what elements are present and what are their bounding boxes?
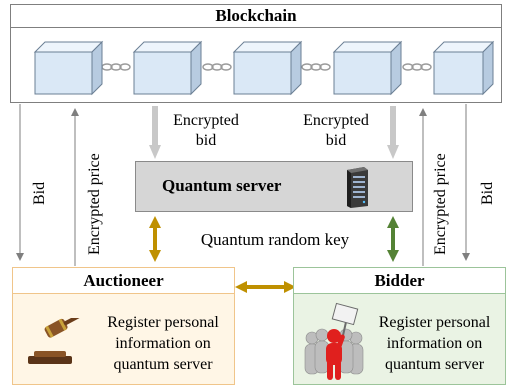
chain-links [101, 63, 432, 71]
chain-link-4 [402, 63, 432, 71]
encrypted-price-right-label: Encrypted price [432, 153, 449, 255]
encrypted-bid-right-label: Encrypted bid [303, 112, 369, 149]
gavel-icon [28, 318, 86, 364]
block-5 [432, 40, 495, 96]
bidder-title: Bidder [293, 267, 506, 294]
auctioneer-description: Register personal information on quantum… [107, 314, 219, 373]
encrypted-price-left-label: Encrypted price [86, 153, 103, 255]
block-4 [332, 40, 403, 96]
auctioneer-title: Auctioneer [12, 267, 235, 294]
chain-link-2 [202, 63, 232, 71]
crowd-leader-icon [304, 302, 364, 380]
bidder-description: Register personal information on quantum… [378, 314, 491, 373]
server-rack-icon [347, 167, 368, 208]
block-3 [232, 40, 303, 96]
quantum-key-label: Quantum random key [200, 230, 350, 249]
blockchain-title: Blockchain [10, 4, 502, 28]
encrypted-bid-left-label: Encrypted bid [173, 112, 239, 149]
bid-left-label: Bid [31, 181, 48, 205]
chain-link-1 [101, 63, 131, 71]
block-2 [132, 40, 203, 96]
bid-right-label: Bid [479, 181, 496, 205]
quantum-server-label: Quantum server [162, 176, 282, 195]
chain-link-3 [301, 63, 331, 71]
block-1 [33, 40, 104, 96]
